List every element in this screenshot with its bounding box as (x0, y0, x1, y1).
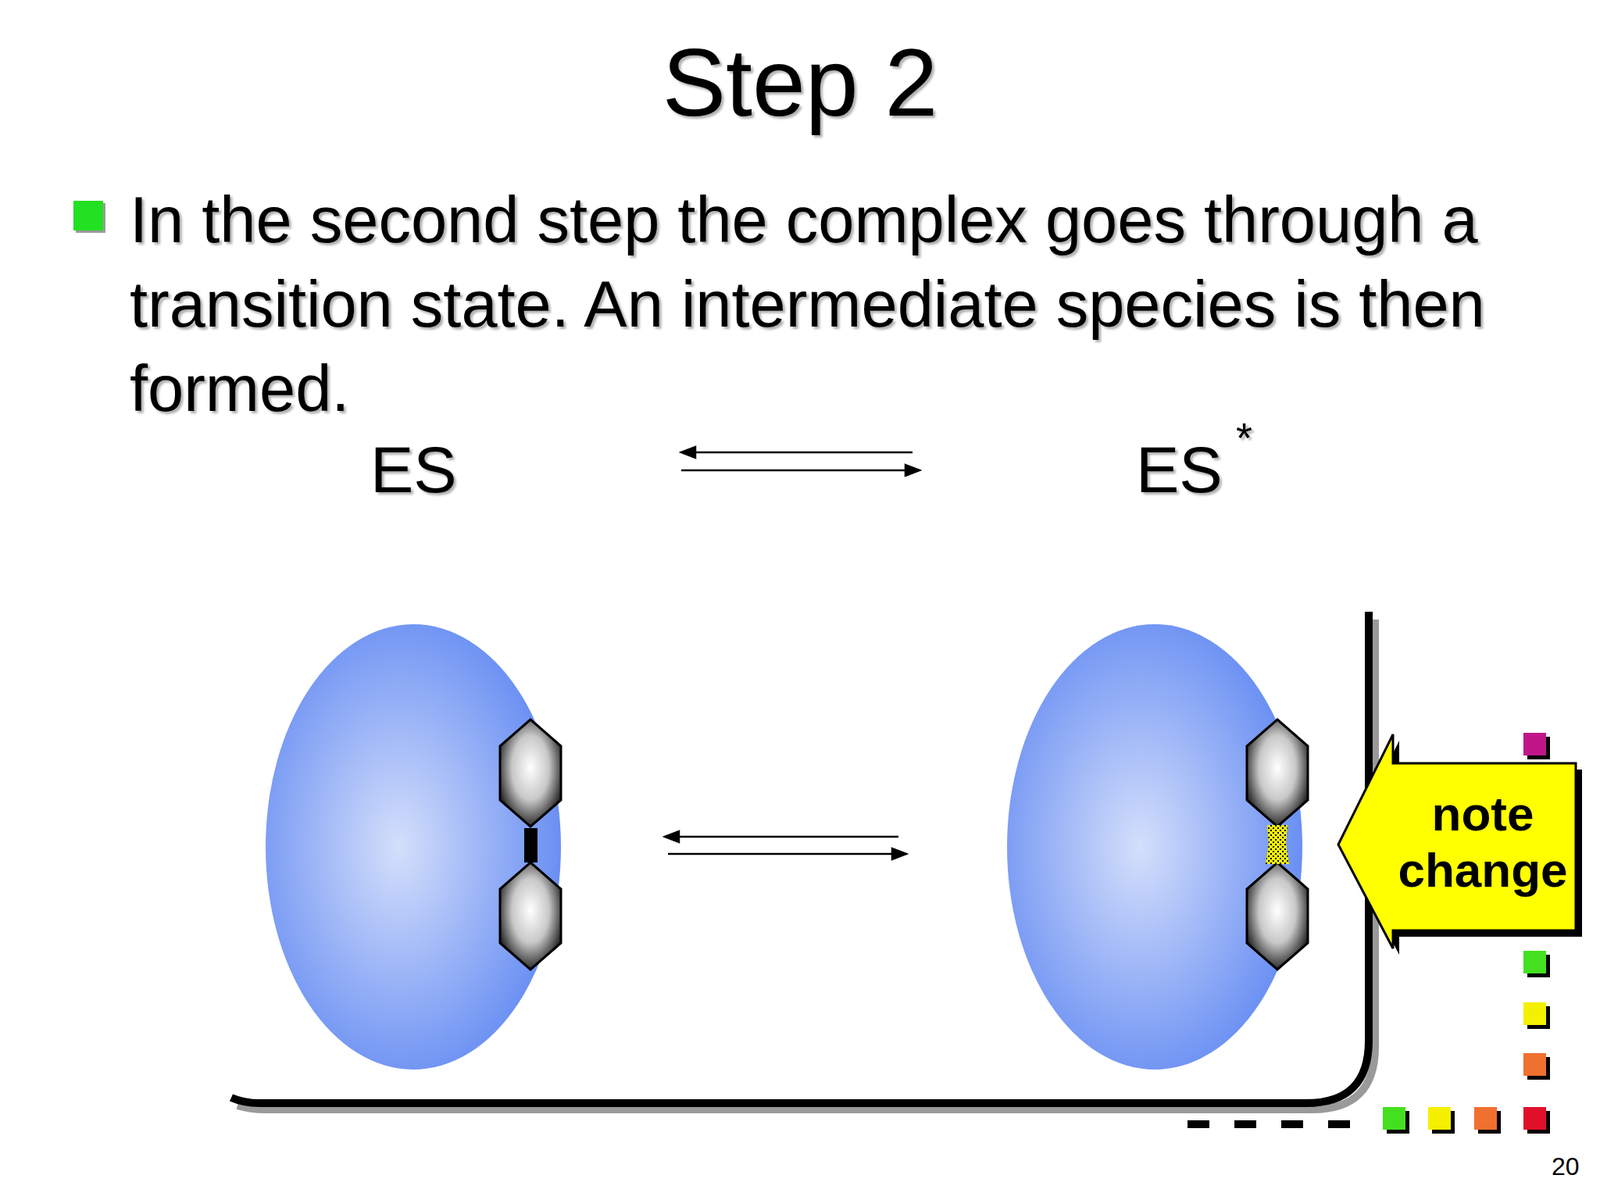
callout-text: note change (1386, 785, 1579, 899)
callout-arrow: note change (1336, 731, 1584, 958)
bracket-shadow (237, 619, 1375, 1110)
page-number: 20 (1551, 1151, 1580, 1182)
substrate (500, 719, 561, 970)
bullet-text: In the second step the complex goes thro… (129, 178, 1505, 432)
species-label: ES (1135, 431, 1223, 510)
species-label: ES (370, 431, 458, 510)
substrate-intermediate (1246, 719, 1308, 970)
bullet-square (73, 200, 104, 231)
superscript: * (1235, 414, 1253, 461)
slide-title: Step 2 (0, 28, 1600, 138)
equilibrium-arrow (681, 446, 920, 476)
equilibrium-arrow (664, 831, 907, 860)
bracket (231, 611, 1369, 1104)
enzyme (1007, 624, 1303, 1070)
enzyme (265, 624, 561, 1070)
